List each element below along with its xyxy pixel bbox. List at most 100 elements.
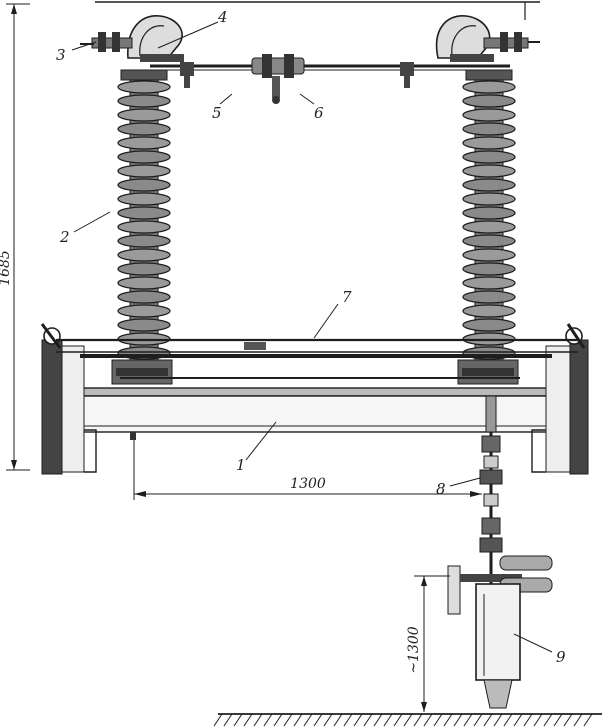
callout-6: 6 — [314, 104, 324, 122]
insulator-shed — [117, 164, 171, 178]
insulator-shed — [117, 220, 171, 234]
insulator-shed — [462, 150, 516, 164]
contact-blade — [150, 54, 510, 104]
ground-hatch-line — [403, 713, 413, 727]
insulator-shed — [462, 318, 516, 332]
ground-hatch-line — [553, 713, 563, 727]
insulator-shed — [462, 262, 516, 276]
right-insulator-sheds — [462, 79, 516, 361]
ground-hatch-line — [363, 713, 373, 727]
ground-hatch-line — [453, 713, 463, 727]
callout-1: 1 — [236, 456, 246, 474]
ground-hatch-line — [213, 713, 223, 727]
right-terminal — [435, 15, 540, 62]
right-insulator — [457, 69, 519, 385]
ground-hatch-line — [343, 713, 353, 727]
ground-hatch-line — [393, 713, 403, 727]
ground-hatch-line — [543, 713, 553, 727]
insulator-shed — [462, 220, 516, 234]
drive-rod — [56, 338, 578, 379]
dim-drive-height: ~1300 — [406, 626, 422, 673]
callout-4: 4 — [217, 8, 228, 26]
insulator-shed — [462, 80, 516, 94]
insulator-shed — [462, 178, 516, 192]
ground-hatch-line — [383, 713, 393, 727]
insulator-shed — [117, 248, 171, 262]
insulator-shed — [117, 206, 171, 220]
insulator-shed — [117, 136, 171, 150]
callout-8: 8 — [436, 480, 446, 498]
leader-lines — [71, 21, 553, 653]
height-dimension-1685: 1685 — [0, 3, 30, 471]
insulator-shed — [462, 94, 516, 108]
ground-hatch-line — [333, 713, 343, 727]
left-bracket — [40, 323, 97, 475]
drive-height-dimension: ~1300 — [406, 575, 450, 712]
insulator-core — [129, 79, 159, 361]
insulator-shed — [117, 276, 171, 290]
insulator-shed — [117, 304, 171, 318]
left-insulator-sheds — [117, 79, 171, 361]
top-reference-line — [95, 1, 540, 20]
ground-hatch-line — [273, 713, 283, 727]
ground-hatch-line — [463, 713, 473, 727]
dim-total-height: 1685 — [0, 250, 13, 286]
left-insulator — [111, 69, 173, 385]
ground-hatch-line — [433, 713, 443, 727]
insulator-core — [474, 79, 504, 361]
insulator-shed — [462, 108, 516, 122]
ground-hatch-line — [483, 713, 493, 727]
ground-hatch-line — [523, 713, 533, 727]
ground-hatch-line — [373, 713, 383, 727]
left-terminal — [80, 15, 184, 62]
ground-hatch-line — [353, 713, 363, 727]
insulator-shed — [117, 262, 171, 276]
ground-hatch-line — [413, 713, 423, 727]
ground-hatch-line — [563, 713, 573, 727]
callout-9: 9 — [556, 648, 566, 666]
ground-hatch-line — [223, 713, 233, 727]
callout-7: 7 — [342, 288, 352, 306]
insulator-shed — [462, 276, 516, 290]
insulator-shed — [462, 192, 516, 206]
insulator-shed — [462, 290, 516, 304]
ground-hatch-line — [503, 713, 513, 727]
insulator-shed — [462, 234, 516, 248]
callout-5: 5 — [212, 104, 222, 122]
ground-hatch-line — [493, 713, 503, 727]
callout-2: 2 — [59, 228, 70, 246]
ground-hatch-line — [263, 713, 273, 727]
ground-hatch-line — [533, 713, 543, 727]
ground-hatch-line — [293, 713, 303, 727]
base-frame — [77, 387, 555, 440]
ground-hatch-line — [283, 713, 293, 727]
ground-hatch-line — [443, 713, 453, 727]
insulator-shed — [117, 178, 171, 192]
insulator-shed — [462, 164, 516, 178]
insulator-shed — [117, 108, 171, 122]
insulator-shed — [462, 136, 516, 150]
callout-labels: 1 2 3 4 5 6 7 8 9 — [56, 8, 566, 666]
ground-hatch-line — [313, 713, 323, 727]
ground-hatch-line — [243, 713, 253, 727]
ground-hatch — [213, 713, 593, 727]
ground-hatch-line — [323, 713, 333, 727]
ground-hatch-line — [303, 713, 313, 727]
right-bracket — [531, 323, 589, 475]
ground-hatch-line — [573, 713, 583, 727]
ground-hatch-line — [583, 713, 593, 727]
insulator-shed — [117, 80, 171, 94]
insulator-shed — [462, 206, 516, 220]
insulator-shed — [117, 94, 171, 108]
ground-hatch-line — [253, 713, 263, 727]
insulator-shed — [462, 122, 516, 136]
insulator-shed — [117, 290, 171, 304]
insulator-shed — [117, 318, 171, 332]
insulator-shed — [117, 234, 171, 248]
insulator-shed — [117, 192, 171, 206]
ground-hatch-line — [233, 713, 243, 727]
ground-hatch-line — [473, 713, 483, 727]
insulator-shed — [117, 150, 171, 164]
